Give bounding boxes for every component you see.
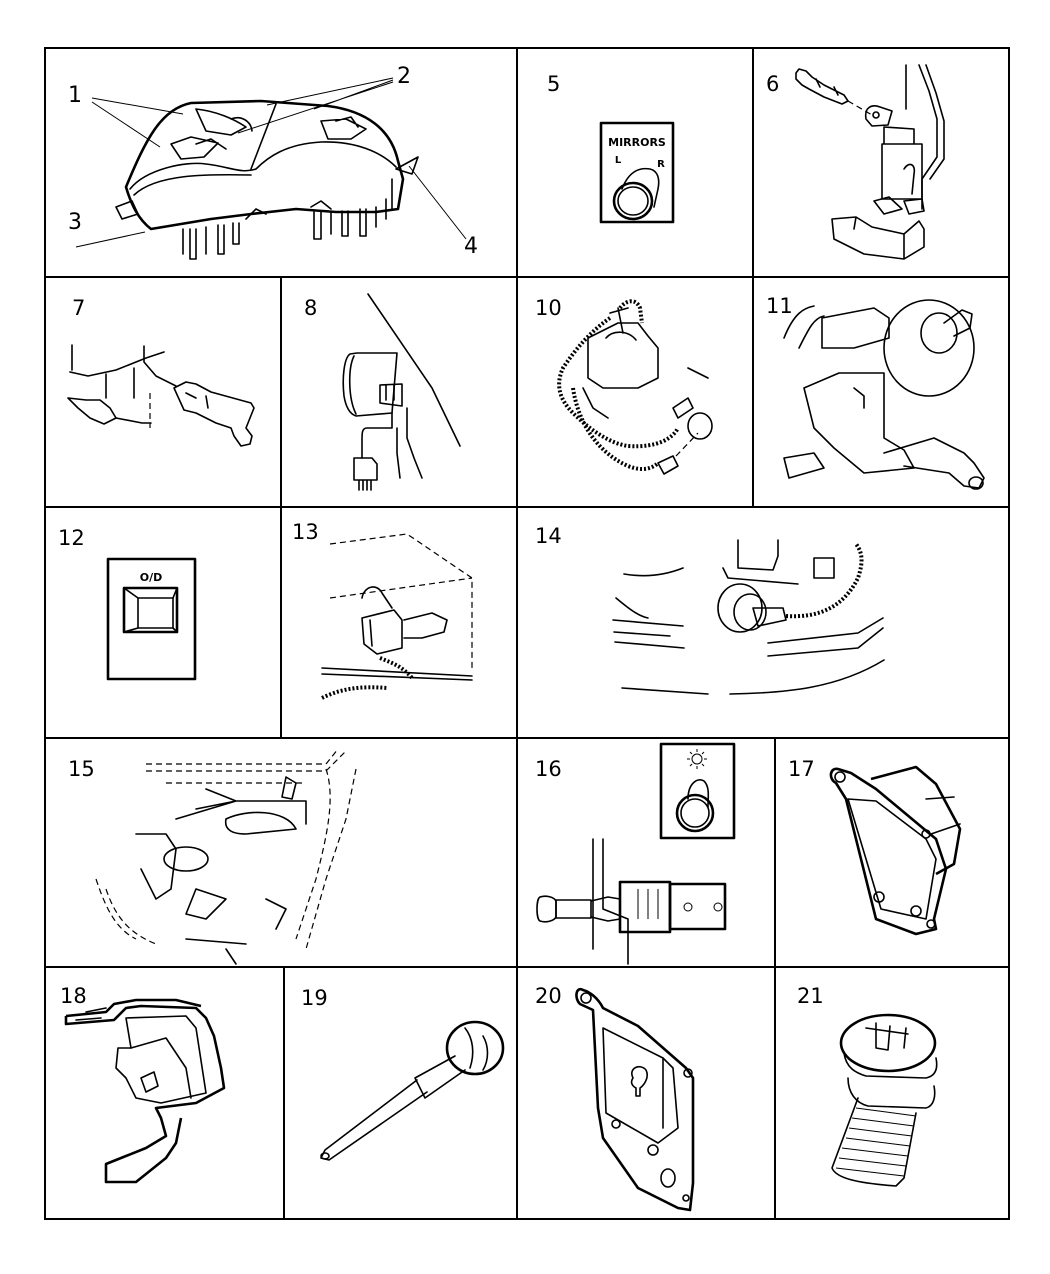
cell-8: 8: [282, 278, 516, 506]
cell-20: 20: [518, 968, 774, 1220]
col-divider-main: [516, 47, 518, 1220]
part-number-label: 12: [58, 526, 85, 550]
cell-13: 13: [282, 508, 516, 737]
cell-instrument-cluster: 1 2 3 4: [46, 49, 516, 276]
transmission-harness-drawing: [557, 299, 713, 475]
part-number-label: 6: [766, 72, 780, 96]
steering-column-switch-drawing: [783, 299, 985, 490]
headlamp-sun-icon: [687, 749, 707, 769]
knob-shaft-drawing: [320, 1020, 505, 1161]
headlamp-switch-drawing: [536, 742, 736, 965]
callout-3: 3: [68, 210, 82, 235]
row-divider-1: [44, 276, 1010, 278]
mounting-plate-drawing: [575, 987, 695, 1212]
connector-switch-drawing: [67, 344, 255, 447]
callout-1: 1: [68, 83, 82, 108]
mirrors-plate-right: R: [657, 159, 665, 170]
part-number-label: 13: [292, 520, 319, 544]
body-panel-wiring-drawing: [95, 748, 357, 965]
part-number-label: 18: [60, 984, 87, 1008]
cell-18: 18: [46, 968, 283, 1220]
overdrive-plate-title: O/D: [140, 571, 163, 584]
part-number-label: 20: [535, 984, 562, 1008]
col-divider-l2: [280, 276, 282, 737]
cell-7: 7: [46, 278, 280, 506]
cell-16: 16: [518, 739, 774, 966]
sensor-harness-drawing: [612, 539, 885, 695]
part-number-label: 16: [535, 757, 562, 781]
row-divider-2: [44, 506, 1010, 508]
row-divider-4: [44, 966, 1010, 968]
cell-15: 15: [46, 739, 516, 966]
cell-17: 17: [776, 739, 1010, 966]
part-number-label: 17: [788, 757, 815, 781]
cell-21: 21: [776, 968, 1010, 1220]
part-number-label: 14: [535, 524, 562, 548]
parts-diagram-frame: [44, 47, 1010, 1220]
part-number-label: 15: [68, 757, 95, 781]
instrument-cluster-drawing: [75, 77, 467, 260]
switch-bezel-drawing: [829, 765, 962, 936]
part-number-label: 11: [766, 294, 793, 318]
connector-bracket-drawing: [64, 998, 226, 1184]
overdrive-switch-drawing: O/D: [106, 557, 197, 681]
cell-6: 6: [754, 49, 1010, 276]
part-number-label: 19: [301, 986, 328, 1010]
mirrors-plate-title: MIRRORS: [608, 136, 666, 149]
callout-4: 4: [464, 234, 478, 259]
row-divider-3: [44, 737, 1010, 739]
switch-bracket-drawing: [795, 64, 945, 260]
col-divider-r4: [774, 737, 776, 1220]
part-number-label: 5: [547, 72, 561, 96]
cell-5: 5 MIRRORS L R: [518, 49, 752, 276]
cell-12: 12 O/D: [46, 508, 280, 737]
mirrors-plate-left: L: [615, 155, 622, 166]
cell-19: 19: [285, 968, 516, 1220]
part-number-label: 7: [72, 296, 86, 320]
col-divider-r1: [752, 47, 754, 507]
sensor-connector-drawing: [342, 293, 461, 491]
callout-2: 2: [397, 64, 411, 89]
cell-11: 11: [754, 278, 1010, 506]
mirror-switch-drawing: MIRRORS L R: [599, 121, 675, 224]
col-divider-l5: [283, 966, 285, 1220]
part-number-label: 10: [535, 296, 562, 320]
threaded-plug-drawing: [831, 1013, 938, 1187]
cell-10: 10: [518, 278, 752, 506]
relay-module-drawing: [321, 533, 473, 700]
part-number-label: 8: [304, 296, 318, 320]
cell-14: 14: [518, 508, 1010, 737]
part-number-label: 21: [797, 984, 824, 1008]
